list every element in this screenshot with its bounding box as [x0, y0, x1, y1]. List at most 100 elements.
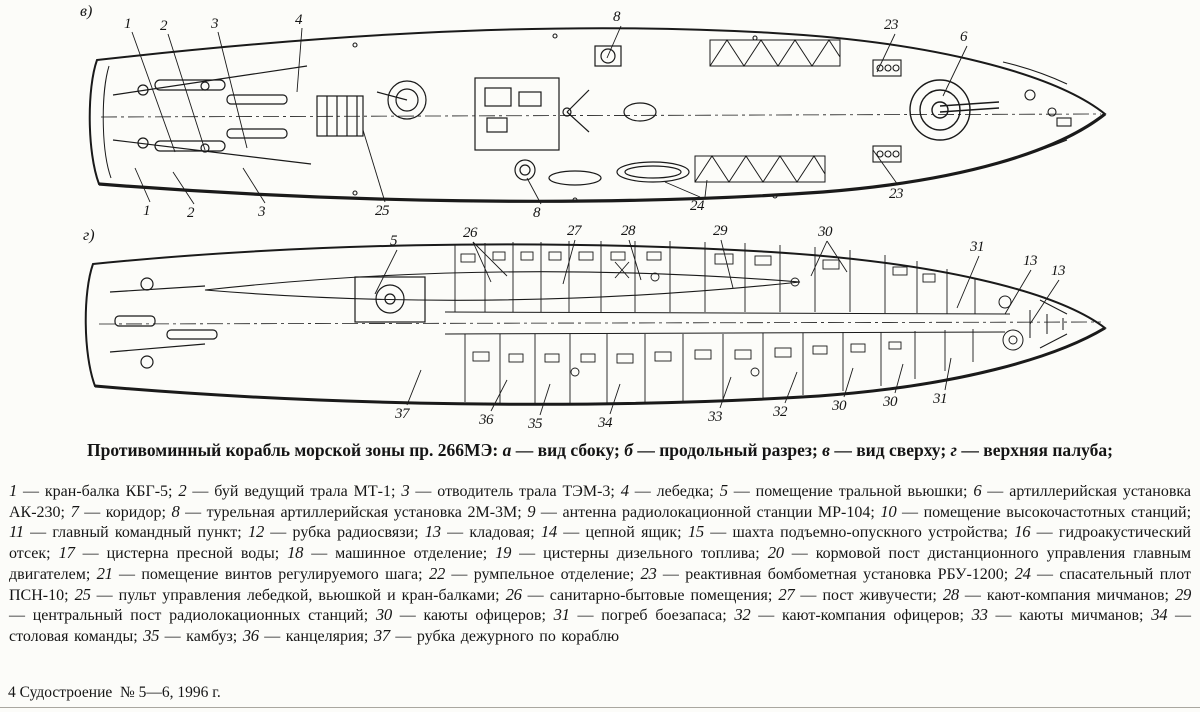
callout-label: 26 — [463, 225, 478, 241]
leader-lines — [374, 239, 1060, 416]
bow-fittings — [352, 33, 1072, 203]
legend-item: 25 — пульт управления лебедкой, вьюшкой … — [75, 585, 506, 604]
caption-title: Противоминный корабль морской зоны пр. 2… — [86, 440, 503, 460]
legend-item-text: — гидроакустический отсек; — [9, 524, 1191, 563]
caption-text: — вид сверху; — [829, 440, 951, 460]
upper-deck-diagram: г) 5 26 27 28 29 30 31 13 13 37 36 35 34… — [55, 222, 1145, 432]
callout-label: 36 — [479, 412, 494, 428]
legend-item: 20 — кормовой пост дистанционного управл… — [9, 543, 1192, 583]
legend-item-text: — артиллерийская установка АК-230; — [9, 483, 1192, 521]
legend-item-text: — помещение винтов регулируемого шага; — [112, 565, 429, 583]
caption-letter-b: б — [624, 440, 633, 460]
legend-item-number: 19 — [495, 543, 512, 563]
legend-item: 24 — спасательный плот ПСН-10; — [9, 564, 1191, 604]
legend-item-number: 26 — [505, 584, 522, 604]
legend-item: 1 — кран-балка КБГ-5; — [9, 481, 178, 500]
rbu-launchers — [872, 59, 902, 163]
legend-item-number: 18 — [287, 543, 304, 563]
callout-label: 33 — [708, 409, 723, 425]
legend-item-number: 35 — [143, 625, 160, 645]
callout-label: 35 — [528, 416, 543, 432]
legend-item: 26 — санитарно-бытовые помещения; — [505, 584, 779, 604]
bow-details — [998, 295, 1068, 351]
legend-item-number: 16 — [1014, 522, 1031, 542]
legend-item-number: 30 — [375, 605, 392, 625]
legend-item-number: 17 — [58, 543, 75, 563]
legend-item-text: — кормовой пост дистанционного управлени… — [9, 545, 1192, 583]
legend-item-number: 20 — [767, 543, 784, 563]
legend-item-number: 21 — [96, 563, 113, 583]
view-label: в) — [80, 3, 93, 20]
lattice-rails-bottom — [694, 155, 826, 183]
callout-label: 31 — [933, 391, 948, 407]
callout-label: 1 — [124, 16, 132, 32]
legend-item-number: 14 — [540, 522, 557, 542]
legend-item-text: — кают-компания мичманов; — [958, 586, 1175, 604]
callout-label: 37 — [395, 406, 410, 422]
legend-item: 34 — столовая команды; — [9, 605, 1191, 645]
callout-label: 30 — [832, 398, 847, 414]
legend-item-number: 1 — [9, 481, 18, 500]
legend-item-text: — машинное отделение; — [303, 545, 496, 563]
legend-item-number: 36 — [242, 625, 259, 645]
winch-hatch — [316, 95, 364, 137]
furniture-marks — [460, 251, 936, 377]
legend-item-number: 31 — [553, 605, 570, 625]
legend-item-text: — лебедка; — [628, 483, 720, 500]
legend-item: 4 — лебедка; — [620, 481, 720, 500]
sweep-channel — [204, 271, 801, 301]
legend-item: 7 — коридор; — [71, 502, 172, 521]
legend-item: 17 — цистерна пресной воды; — [58, 543, 288, 563]
boats — [548, 161, 690, 186]
legend-item-number: 32 — [734, 605, 751, 625]
callout-label: 8 — [613, 9, 621, 25]
legend-item-text: — каюты офицеров; — [391, 607, 554, 625]
legend-item-number: 5 — [719, 481, 728, 500]
aft-turret — [376, 80, 427, 120]
legend-item-text: — турельная артиллерийская установка 2М-… — [179, 503, 528, 521]
legend-item-text: — помещение высокочастотных станций; — [896, 503, 1192, 521]
legend-item-text: — помещение тральной вьюшки; — [727, 483, 974, 500]
callout-label: 30 — [883, 394, 898, 410]
legend-item-text: — цистерна пресной воды; — [74, 545, 288, 563]
legend-item-number: 6 — [973, 481, 982, 500]
legend-item: 5 — помещение тральной вьюшки; — [719, 481, 974, 500]
legend-item-text: — буй ведущий трала МТ-1; — [186, 483, 402, 500]
legend-item-number: 4 — [620, 481, 629, 500]
caption-letter-v: в — [822, 440, 830, 460]
legend-item-number: 29 — [1175, 584, 1192, 604]
legend: 1 — кран-балка КБГ-5; 2 — буй ведущий тр… — [9, 481, 1191, 647]
leader-lines — [131, 25, 968, 205]
legend-item: 36 — канцелярия; — [242, 625, 374, 645]
callout-label: 34 — [598, 415, 613, 431]
legend-item: 9 — антенна радиолокационной станции МР-… — [527, 502, 880, 521]
hull-shadow-edge — [98, 112, 1106, 203]
legend-item-text: — коридор; — [78, 503, 172, 521]
callout-label: 23 — [889, 186, 904, 202]
legend-item-text: — реактивная бомбометная установка РБУ-1… — [656, 565, 1015, 583]
legend-item-text: — канцелярия; — [258, 627, 374, 645]
bridge-superstructure — [474, 77, 590, 151]
legend-item: 18 — машинное отделение; — [287, 543, 496, 563]
fwd-turret — [594, 45, 622, 67]
legend-item-text: — кают-компания офицеров; — [750, 607, 972, 625]
legend-item: 13 — кладовая; — [425, 522, 541, 542]
lattice-rails-top — [709, 39, 841, 67]
legend-item: 3 — отводитель трала ТЭМ-3; — [401, 481, 620, 500]
legend-item: 2 — буй ведущий трала МТ-1; — [178, 481, 402, 500]
legend-item-number: 8 — [171, 501, 180, 521]
legend-item-text: — каюты мичманов; — [987, 607, 1152, 625]
trawl-winch-room — [354, 276, 426, 323]
aft-turret-2 — [514, 159, 536, 181]
legend-item-text: — кладовая; — [440, 524, 541, 542]
legend-item: 27 — пост живучести; — [778, 584, 942, 604]
legend-item: 14 — цепной ящик; — [540, 522, 688, 542]
callout-label: 8 — [533, 205, 541, 221]
legend-item: 33 — каюты мичманов; — [972, 605, 1152, 625]
callout-label: 30 — [818, 224, 833, 240]
legend-item-text: — погреб боезапаса; — [569, 607, 735, 625]
legend-item-text: — центральный пост радиолокационных стан… — [9, 607, 376, 625]
legend-item-number: 27 — [778, 584, 795, 604]
legend-item-text: — пульт управления лебедкой, вьюшкой и к… — [90, 586, 506, 604]
top-view-drawing — [88, 25, 1107, 205]
